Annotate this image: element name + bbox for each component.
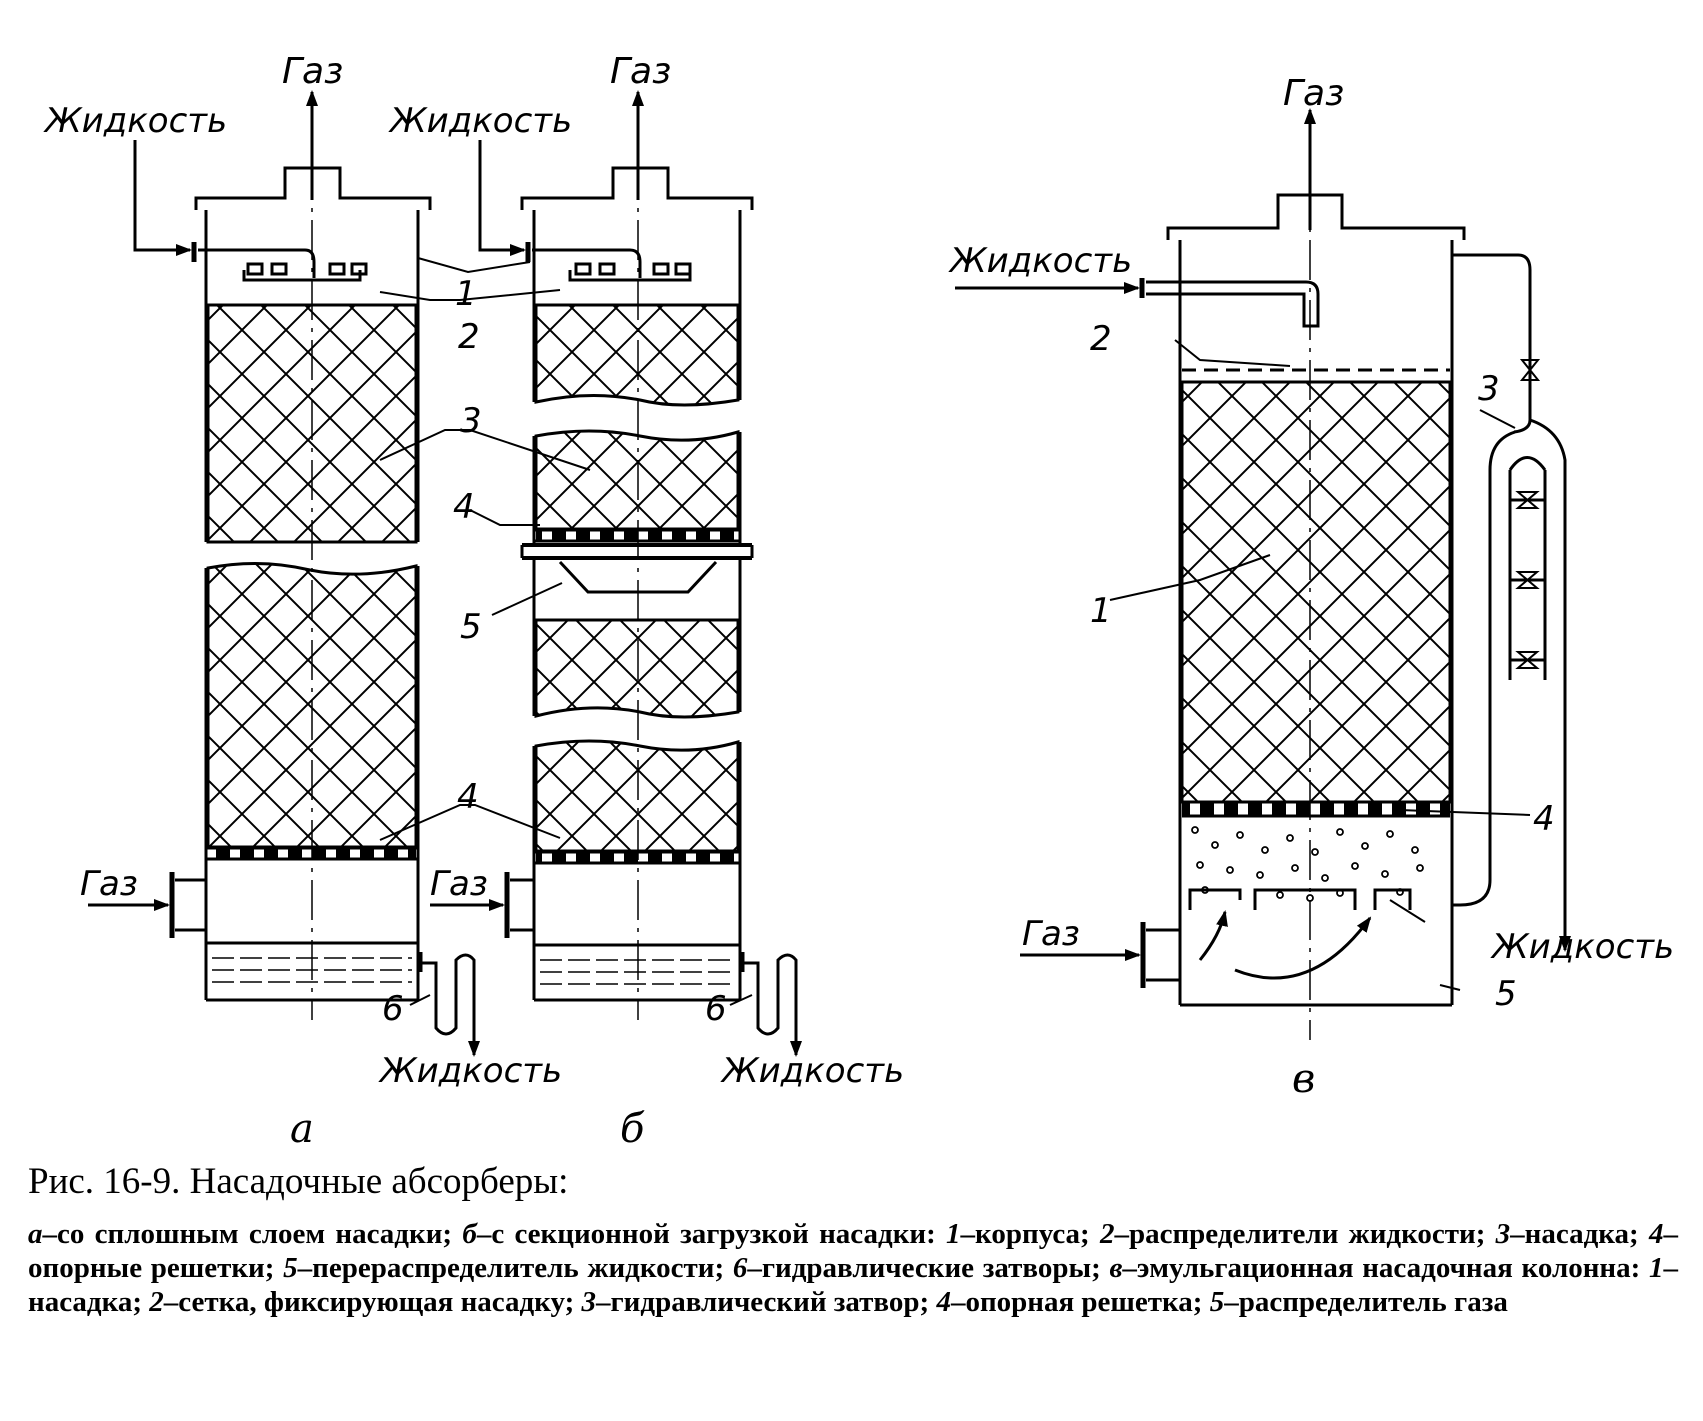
caption-key: 3 — [581, 1286, 597, 1318]
caption-item: –с секционной загрузкой насадки: — [476, 1218, 947, 1250]
caption-key: 5 — [283, 1252, 298, 1284]
label-1: 1 — [455, 274, 477, 314]
caption-item: –со сплошным слоем насадки; — [42, 1218, 463, 1250]
figure-caption: Рис. 16-9. Насадочные абсорберы: а–со сп… — [28, 1160, 1678, 1319]
caption-key: 4 — [936, 1286, 951, 1318]
caption-item: –перераспределитель жидкости; — [297, 1252, 733, 1284]
caption-key: 2 — [1099, 1218, 1115, 1250]
caption-item: –насадка; — [28, 1252, 1678, 1318]
gas-inlet-b-label: Газ — [430, 864, 488, 904]
label-v-4: 4 — [1533, 799, 1555, 839]
caption-item: –опорная решетка; — [950, 1286, 1210, 1318]
label-4-bottom: 4 — [457, 777, 479, 817]
label-v-1: 1 — [1090, 591, 1112, 631]
gas-outlet-a-label: Газ — [282, 51, 343, 92]
label-v-2: 2 — [1090, 319, 1112, 359]
caption-item: –эмульгационная насадочная колонна: — [1122, 1252, 1649, 1284]
caption-key: а — [28, 1218, 43, 1250]
caption-item: –сетка, фиксирующая насадку; — [163, 1286, 582, 1318]
liquid-inlet-v-label: Жидкость — [948, 241, 1132, 281]
caption-key: 4 — [1648, 1218, 1664, 1250]
label-3: 3 — [460, 401, 482, 441]
gas-outlet-b-label: Газ — [610, 51, 671, 92]
label-5: 5 — [460, 607, 482, 647]
caption-key: 2 — [149, 1286, 164, 1318]
caption-key: 5 — [1209, 1286, 1225, 1318]
caption-key: в — [1109, 1252, 1123, 1284]
caption-item: –корпуса; — [960, 1218, 1100, 1250]
label-6-a: 6 — [382, 989, 404, 1029]
column-a — [88, 90, 480, 1057]
caption-title: Рис. 16-9. Насадочные абсорберы: — [28, 1161, 569, 1202]
gas-outlet-v-label: Газ — [1283, 73, 1344, 114]
label-6-b: 6 — [705, 989, 727, 1029]
caption-key: 1 — [1648, 1252, 1664, 1284]
liquid-outlet-a-label: Жидкость — [378, 1051, 562, 1091]
caption-item: –опорные решетки; — [28, 1218, 1678, 1284]
column-v — [955, 108, 1571, 1040]
label-2: 2 — [458, 317, 480, 357]
liquid-inlet-b-label: Жидкость — [388, 101, 572, 141]
caption-item: –распределители жидкости; — [1114, 1218, 1496, 1250]
caption-item: –гидравлический затвор; — [596, 1286, 937, 1318]
column-b — [430, 90, 802, 1057]
caption-key: б — [462, 1218, 477, 1250]
caption-item: –распределитель газа — [1224, 1286, 1508, 1318]
liquid-outlet-v-label: Жидкость — [1490, 927, 1674, 967]
absorbers-diagram: Газ Жидкость Газ Жидкость Газ Жидкость 1… — [43, 51, 1674, 1150]
subfigure-v-label: в — [1292, 1056, 1315, 1102]
caption-key: 3 — [1495, 1218, 1511, 1250]
gas-inlet-v-label: Газ — [1022, 914, 1080, 954]
label-4: 4 — [453, 487, 475, 527]
label-v-5: 5 — [1495, 974, 1517, 1014]
leader-lines — [379, 257, 1531, 1006]
subfigure-b-label: б — [620, 1106, 645, 1150]
caption-key: 6 — [732, 1252, 748, 1284]
caption-item: –гидравлические затворы; — [747, 1252, 1110, 1284]
liquid-outlet-b-label: Жидкость — [720, 1051, 904, 1091]
label-v-3: 3 — [1478, 369, 1500, 409]
liquid-inlet-a-label: Жидкость — [43, 101, 227, 141]
caption-item: –насадка; — [1510, 1218, 1649, 1250]
subfigure-a-label: а — [290, 1106, 314, 1150]
caption-text: а–со сплошным слоем насадки; б–с секцион… — [28, 1217, 1678, 1319]
caption-key: 1 — [946, 1218, 961, 1250]
gas-inlet-a-label: Газ — [80, 864, 138, 904]
diagram-labels: Газ Жидкость Газ Жидкость Газ Жидкость 1… — [43, 51, 1674, 1150]
